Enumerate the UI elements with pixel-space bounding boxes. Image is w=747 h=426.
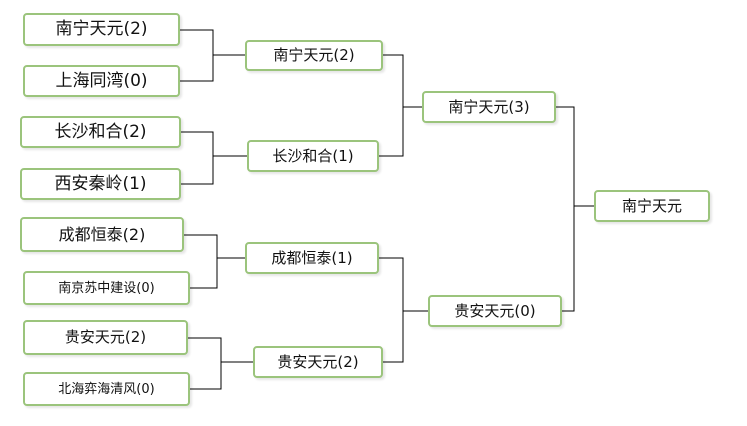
team-box-r2-4: 贵安天元(2) — [253, 346, 383, 378]
team-name: 长沙和合(1) — [272, 146, 354, 165]
team-name: 贵安天元(2) — [277, 352, 359, 371]
champion-name: 南宁天元 — [621, 196, 682, 215]
team-box-semifinal-2: 贵安天元(0) — [428, 295, 562, 327]
team-name: 南宁天元(3) — [448, 97, 530, 116]
team-box-r1-2: 上海同湾(0) — [23, 65, 180, 97]
connector-r1-pair3 — [184, 234, 218, 289]
team-name: 西安秦岭(1) — [54, 173, 147, 194]
connector-r1-pair2 — [181, 131, 214, 185]
team-box-r1-4: 西安秦岭(1) — [20, 168, 181, 200]
team-box-r1-7: 贵安天元(2) — [23, 320, 188, 355]
connector-r2-pair2 — [379, 257, 404, 363]
team-box-r1-1: 南宁天元(2) — [23, 13, 180, 46]
team-box-r2-3: 成都恒泰(1) — [245, 242, 379, 274]
team-box-r1-8: 北海弈海清风(0) — [23, 372, 190, 406]
team-name: 成都恒泰(1) — [271, 248, 353, 267]
team-name: 南宁天元(2) — [273, 46, 355, 64]
team-name: 贵安天元(0) — [454, 301, 536, 320]
team-box-r2-2: 长沙和合(1) — [247, 140, 379, 172]
connector-semifinal — [556, 106, 575, 312]
team-name: 上海同湾(0) — [55, 70, 148, 91]
team-name: 北海弈海清风(0) — [58, 381, 155, 397]
team-name: 长沙和合(2) — [54, 121, 147, 142]
connector-r1-pair4 — [188, 337, 222, 390]
connector-r1-pair1 — [180, 29, 214, 82]
team-box-r2-1: 南宁天元(2) — [245, 40, 383, 71]
champion-box: 南宁天元 — [594, 190, 710, 222]
team-name: 贵安天元(2) — [64, 328, 147, 346]
team-box-semifinal-1: 南宁天元(3) — [422, 91, 556, 123]
team-box-r1-3: 长沙和合(2) — [20, 116, 181, 148]
connector-r2-pair1 — [379, 54, 404, 157]
team-box-r1-6: 南京苏中建设(0) — [23, 271, 190, 305]
team-name: 南宁天元(2) — [55, 19, 148, 39]
team-name: 南京苏中建设(0) — [58, 280, 155, 296]
team-name: 成都恒泰(2) — [58, 224, 146, 244]
team-box-r1-5: 成都恒泰(2) — [20, 217, 184, 252]
